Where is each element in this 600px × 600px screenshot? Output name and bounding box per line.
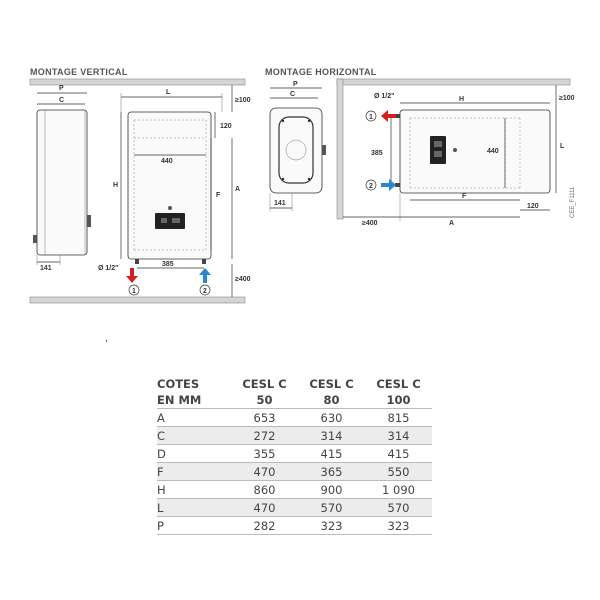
floor-wall <box>29 296 246 304</box>
marker-2-h <box>365 179 377 191</box>
table-cell: 470 <box>231 462 298 481</box>
header-capacity-100: 100 <box>365 392 432 409</box>
table-row: H 860 900 1 090 <box>157 480 432 499</box>
marker-2-v-label: 2 <box>203 288 207 295</box>
label-100-h: ≥100 <box>559 95 575 102</box>
marker-1-v <box>128 284 140 296</box>
label-440-h: 440 <box>487 148 499 155</box>
table-cell: 355 <box>231 444 298 463</box>
ceiling-wall-h <box>336 78 571 86</box>
table-cell: 815 <box>365 408 432 427</box>
table-row: D 355 415 415 <box>157 444 432 463</box>
label-C-v: C <box>59 97 64 104</box>
table-row: C 272 314 314 <box>157 426 432 445</box>
table-cell: 415 <box>365 444 432 463</box>
label-F-v: F <box>216 192 221 199</box>
table-cell: 900 <box>298 480 365 499</box>
horizontal-title: MONTAGE HORIZONTAL <box>265 67 377 77</box>
label-120-h: 120 <box>527 203 539 210</box>
label-H-v: H <box>113 182 118 189</box>
table-cell: 470 <box>231 498 298 517</box>
label-H-h: H <box>459 96 464 103</box>
row-label: C <box>157 426 231 445</box>
table-cell: 365 <box>298 462 365 481</box>
label-pipe-v: Ø 1/2" <box>98 265 118 272</box>
table-row: A 653 630 815 <box>157 408 432 427</box>
row-label: F <box>157 462 231 481</box>
label-400-v: ≥400 <box>235 276 251 283</box>
label-pipe-h: Ø 1/2" <box>374 93 394 100</box>
marker-2-v <box>199 284 211 296</box>
side-wall-h <box>336 78 344 220</box>
label-120-v: 120 <box>220 123 232 130</box>
header-model-100: CESL C <box>376 377 421 391</box>
label-440-v: 440 <box>161 158 173 165</box>
table-row: L 470 570 570 <box>157 498 432 517</box>
header-model-80: CESL C <box>309 377 354 391</box>
label-100-v: ≥100 <box>235 97 251 104</box>
header-unit: EN MM <box>157 392 231 409</box>
inlet-red-arrow-v <box>126 268 138 283</box>
label-A-h: A <box>449 220 454 227</box>
table-cell: 1 090 <box>365 480 432 499</box>
side-view <box>33 109 91 256</box>
table-cell: 272 <box>231 426 298 445</box>
vertical-title: MONTAGE VERTICAL <box>30 67 128 77</box>
outlet-blue-arrow-v <box>199 268 211 283</box>
table-cell: 570 <box>298 498 365 517</box>
label-F-h: F <box>462 193 467 200</box>
table-cell: 415 <box>298 444 365 463</box>
table-cell: 323 <box>365 516 432 535</box>
marker-1-v-label: 1 <box>132 288 136 295</box>
table-row: P 282 323 323 <box>157 516 432 535</box>
table-cell: 860 <box>231 480 298 499</box>
header-model-50: CESL C <box>242 377 287 391</box>
table-cell: 323 <box>298 516 365 535</box>
label-L-h: L <box>560 143 565 150</box>
label-A-v: A <box>235 186 240 193</box>
marker-1-h <box>365 110 377 122</box>
label-141-h: 141 <box>274 200 286 207</box>
label-385-v: 385 <box>162 261 174 268</box>
row-label: L <box>157 498 231 517</box>
table-cell: 550 <box>365 462 432 481</box>
table-cell: 570 <box>365 498 432 517</box>
row-label: H <box>157 480 231 499</box>
label-L-v: L <box>166 89 171 96</box>
row-label: D <box>157 444 231 463</box>
table-cell: 314 <box>298 426 365 445</box>
dimensions-table: COTES CESL C CESL C CESL C EN MM 50 80 1… <box>157 376 432 535</box>
label-C-h: C <box>290 91 295 98</box>
table-row: F 470 365 550 <box>157 462 432 481</box>
horizontal-tank <box>395 109 551 194</box>
figure-code: CEE_F1111 <box>570 186 576 218</box>
label-P-v: P <box>59 85 64 92</box>
marker-1-h-label: 1 <box>369 114 373 121</box>
ceiling-wall <box>29 78 246 86</box>
table-cell: 653 <box>231 408 298 427</box>
table-cell: 630 <box>298 408 365 427</box>
label-400-h: ≥400 <box>362 220 378 227</box>
front-view <box>127 111 212 264</box>
header-capacity-50: 50 <box>231 392 298 409</box>
end-view <box>269 107 326 194</box>
inlet-red-arrow-h <box>381 110 396 122</box>
label-385-h: 385 <box>371 150 383 157</box>
outlet-blue-arrow-h <box>381 179 396 191</box>
header-capacity-80: 80 <box>298 392 365 409</box>
label-141-v: 141 <box>40 265 52 272</box>
header-cotes: COTES <box>157 377 200 391</box>
label-P-h: P <box>293 81 298 88</box>
row-label: A <box>157 408 231 427</box>
marker-2-h-label: 2 <box>369 183 373 190</box>
table-cell: 314 <box>365 426 432 445</box>
technical-diagram: MONTAGE VERTICAL MONTAGE HORIZONTAL P C … <box>29 67 576 304</box>
row-label: P <box>157 516 231 535</box>
table-cell: 282 <box>231 516 298 535</box>
stray-mark: , <box>105 333 108 344</box>
